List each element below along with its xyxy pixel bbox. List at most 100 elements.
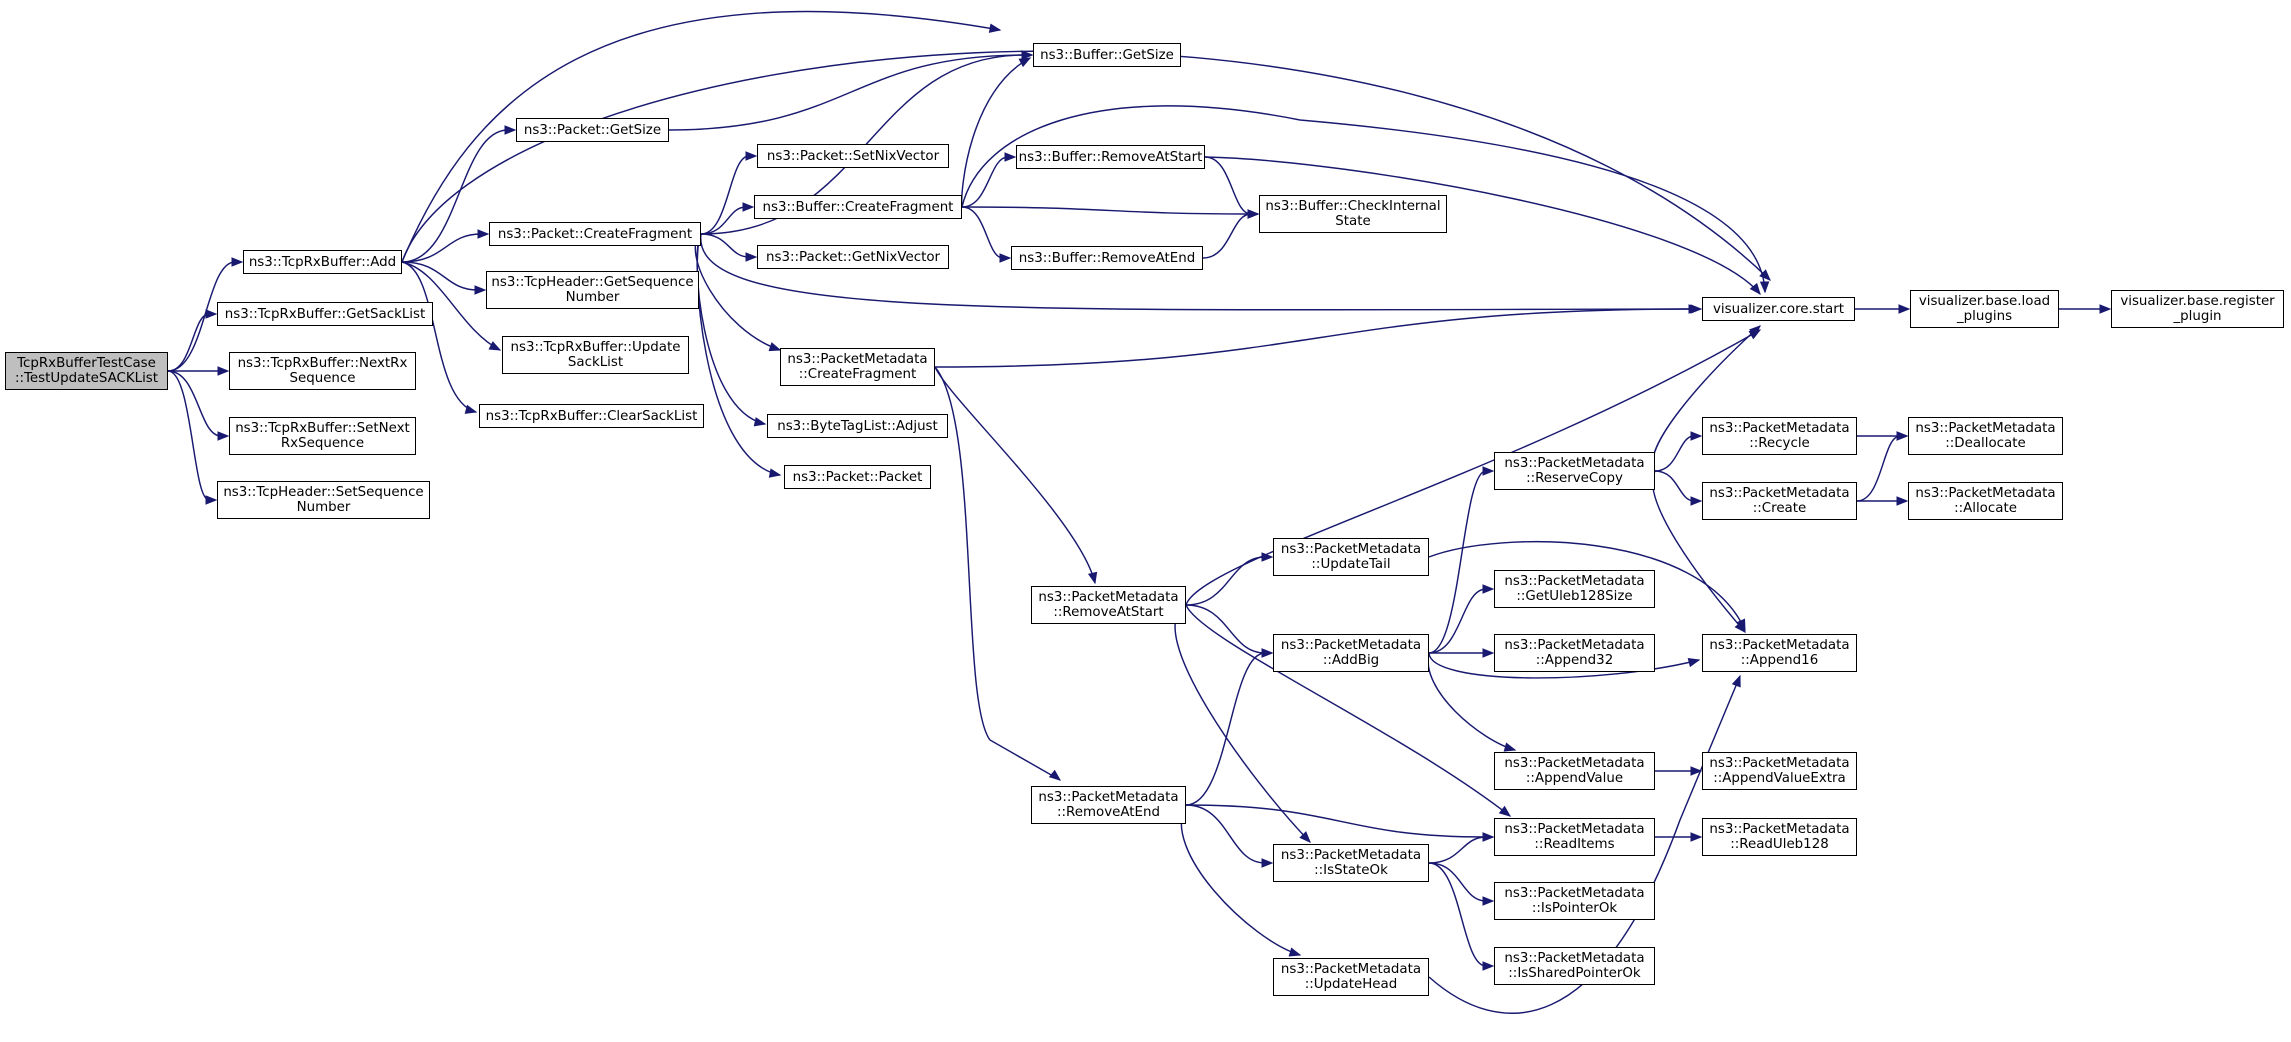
edge-arrowhead [1482,648,1495,658]
node-packet-getnix[interactable]: ns3::Packet::GetNixVector [757,245,949,269]
node-pm-create[interactable]: ns3::PacketMetadata::Create [1702,482,1857,520]
node-label: ns3::Buffer::GetSize [1040,47,1174,63]
node-buffer-removeatstart[interactable]: ns3::Buffer::RemoveAtStart [1016,145,1205,169]
node-pm-getuleb128size[interactable]: ns3::PacketMetadata::GetUleb128Size [1494,570,1655,608]
node-visualizer-load[interactable]: visualizer.base.load_plugins [1910,290,2059,328]
node-label: ns3::PacketMetadata [1504,756,1645,771]
edge-buffer-createfragment-to-buffer-getsize [961,57,1031,208]
node-buffer-removeatend[interactable]: ns3::Buffer::RemoveAtEnd [1011,246,1203,270]
edge-packet-createfragment-to-packet-packet [696,233,781,476]
edge-arrowhead [1261,552,1274,562]
node-pm-appendvalue[interactable]: ns3::PacketMetadata::AppendValue [1494,752,1655,790]
node-packet-setnix[interactable]: ns3::Packet::SetNixVector [757,144,949,168]
node-buffer-createfragment[interactable]: ns3::Buffer::CreateFragment [754,195,962,219]
node-label: ns3::TcpRxBuffer::GetSackList [224,306,426,322]
node-pm-isstateok[interactable]: ns3::PacketMetadata::IsStateOk [1273,844,1429,882]
node-pm-recycle[interactable]: ns3::PacketMetadata::Recycle [1702,417,1857,455]
node-root: TcpRxBufferTestCase::TestUpdateSACKList [5,352,168,390]
node-label: _plugins [1956,309,2013,324]
node-pm-reservecopy[interactable]: ns3::PacketMetadata::ReserveCopy [1494,452,1655,490]
edge-arrowhead [1482,896,1495,906]
node-pm-updatehead[interactable]: ns3::PacketMetadata::UpdateHead [1273,958,1429,996]
edge-pm-removeatstart-to-pm-addbig [1185,604,1266,654]
edge-arrowhead [1482,584,1495,594]
edge-arrowhead [1690,766,1703,776]
node-label: Number [565,290,620,305]
node-label: ::IsPointerOk [1531,901,1618,916]
edge-arrowhead [1687,657,1701,668]
node-pm-removeatend[interactable]: ns3::PacketMetadata::RemoveAtEnd [1031,786,1186,824]
node-label: ns3::PacketMetadata [1280,638,1422,653]
edge-arrowhead [753,417,767,427]
node-pm-addbig[interactable]: ns3::PacketMetadata::AddBig [1273,634,1429,672]
node-label: ns3::PacketMetadata [1504,456,1645,471]
node-buffer-getsize[interactable]: ns3::Buffer::GetSize [1033,43,1181,67]
node-label: ns3::PacketMetadata [1504,638,1645,653]
node-visualizer-start[interactable]: visualizer.core.start [1702,297,1855,321]
node-label: visualizer.base.register [2120,294,2275,309]
edge-arrowhead [1503,742,1517,752]
node-pm-append32[interactable]: ns3::PacketMetadata::Append32 [1494,634,1655,672]
node-label: ns3::Packet::Packet [792,469,923,485]
node-bytetaglist-adjust[interactable]: ns3::ByteTagList::Adjust [767,414,948,438]
node-label: ns3::PacketMetadata [1709,638,1850,653]
node-pm-appendvalueextra[interactable]: ns3::PacketMetadata::AppendValueExtra [1702,752,1857,790]
node-label: Number [296,500,351,515]
edge-arrowhead [1731,674,1741,688]
node-pm-readuleb128[interactable]: ns3::PacketMetadata::ReadUleb128 [1702,818,1857,856]
node-packet-packet[interactable]: ns3::Packet::Packet [784,465,931,489]
edge-rxbuf-add-to-rxbuf-updatesack [401,261,501,351]
node-label: ::ReadItems [1534,837,1615,852]
node-packet-getsize[interactable]: ns3::Packet::GetSize [516,118,669,142]
node-pm-readitems[interactable]: ns3::PacketMetadata::ReadItems [1494,818,1655,856]
edge-arrowhead [1690,431,1703,441]
edge-rxbuf-add-to-visualizer-start [401,50,1771,281]
node-label: ns3::TcpHeader::SetSequence [223,485,424,500]
node-pm-updatetail[interactable]: ns3::PacketMetadata::UpdateTail [1273,538,1429,576]
node-pm-createfragment[interactable]: ns3::PacketMetadata::CreateFragment [780,348,935,386]
node-rxbuf-clearsack[interactable]: ns3::TcpRxBuffer::ClearSackList [479,404,704,428]
node-label: ns3::PacketMetadata [1280,848,1422,863]
node-pm-issharedpointerok[interactable]: ns3::PacketMetadata::IsSharedPointerOk [1494,947,1655,985]
edge-buffer-createfragment-to-buffer-removeatstart [961,156,1009,208]
edge-pm-isstateok-to-pm-readitems [1428,836,1487,864]
edge-arrowhead [1690,496,1703,506]
node-label: ns3::TcpRxBuffer::Add [248,254,397,270]
edge-arrowhead [1896,496,1909,506]
edge-arrowhead [477,229,490,239]
edge-pm-updatetail-to-pm-append16 [1428,540,1746,631]
edge-pm-create-to-pm-deallocate [1856,435,1901,502]
edge-pm-reservecopy-to-pm-recycle [1654,435,1695,472]
node-label: ns3::ByteTagList::Adjust [777,418,938,434]
node-label: ns3::Packet::GetSize [523,122,662,138]
edge-arrowhead [742,202,755,212]
node-label: ns3::PacketMetadata [1504,574,1645,589]
node-label: ns3::Buffer::CreateFragment [762,199,954,215]
edge-pm-createfragment-to-pm-removeatstart [934,366,1096,584]
edge-arrowhead [1759,281,1770,294]
edge-rxbuf-add-to-tcpheader-getseq [401,261,479,291]
edge-pm-addbig-to-pm-append16 [1428,652,1700,679]
node-packet-createfragment[interactable]: ns3::Packet::CreateFragment [489,222,701,246]
node-pm-append16[interactable]: ns3::PacketMetadata::Append16 [1702,634,1857,672]
node-rxbuf-add[interactable]: ns3::TcpRxBuffer::Add [243,250,402,274]
node-pm-allocate[interactable]: ns3::PacketMetadata::Allocate [1908,482,2063,520]
node-label: ::CreateFragment [798,367,917,382]
edge-arrowhead [1247,209,1260,219]
edge-arrowhead [1749,325,1762,337]
node-rxbuf-getsacklist[interactable]: ns3::TcpRxBuffer::GetSackList [217,302,433,326]
node-pm-ispointerok[interactable]: ns3::PacketMetadata::IsPointerOk [1494,882,1655,920]
node-visualizer-register[interactable]: visualizer.base.register_plugin [2111,290,2284,328]
edge-pm-removeatend-to-pm-isstateok [1185,804,1266,864]
edge-arrowhead [1896,431,1909,441]
node-label: ns3::PacketMetadata [787,352,928,367]
node-pm-removeatstart[interactable]: ns3::PacketMetadata::RemoveAtStart [1031,586,1186,624]
node-pm-deallocate[interactable]: ns3::PacketMetadata::Deallocate [1908,417,2063,455]
